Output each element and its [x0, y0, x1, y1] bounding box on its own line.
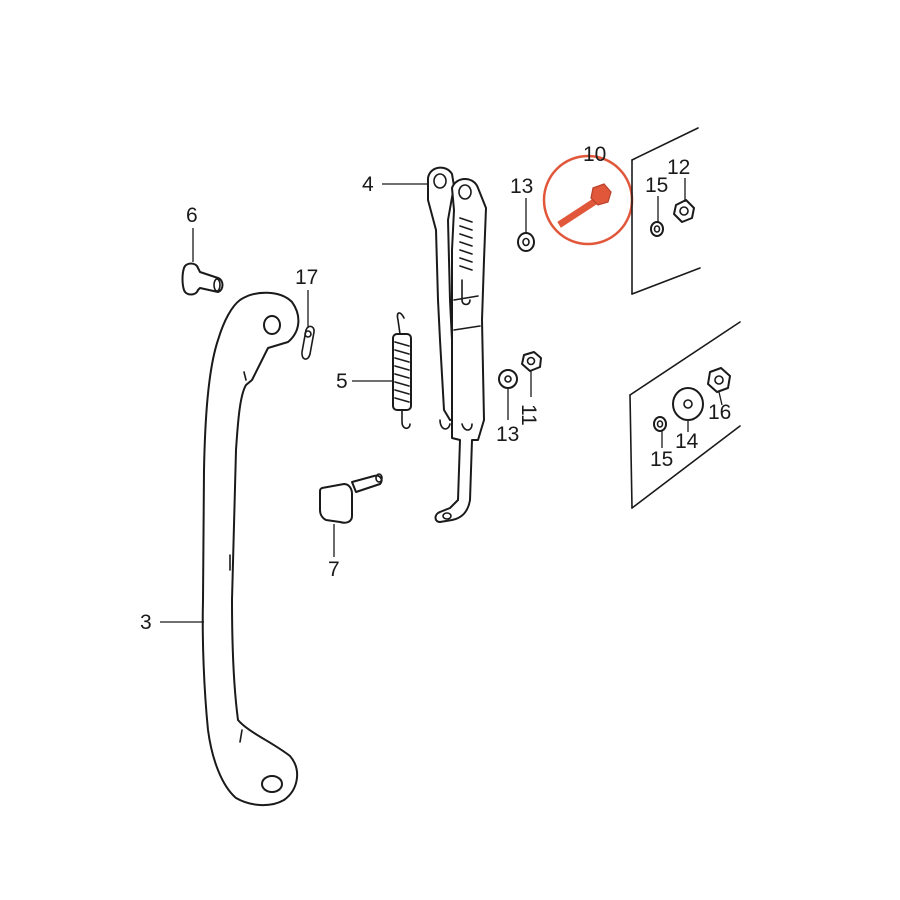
callout-7: 7: [328, 558, 340, 581]
callout-17: 17: [295, 266, 318, 289]
part-7-rubber-pad: [319, 473, 383, 524]
part-13-washer-upper: [517, 232, 535, 252]
part-17-cotter-pin: [301, 325, 315, 360]
part-15-washer-upper: [650, 221, 664, 237]
callout-13-lower: 13: [496, 423, 519, 446]
part-6-pivot-bolt: [181, 262, 224, 296]
part-11-nut: [521, 351, 542, 372]
part-15-washer-lower: [653, 416, 667, 432]
callout-15-lower: 15: [650, 448, 673, 471]
callout-11: 11: [517, 404, 540, 426]
highlight-circle: [542, 154, 634, 246]
callout-5: 5: [336, 370, 348, 393]
callout-12: 12: [667, 156, 690, 179]
callout-16: 16: [708, 401, 731, 424]
callout-14: 14: [675, 430, 699, 453]
callout-4: 4: [362, 173, 374, 196]
leader-16: [718, 391, 723, 406]
part-14-washer: [672, 387, 704, 421]
leader-lines: [160, 178, 723, 623]
part-4-side-stand: [427, 166, 487, 523]
callout-15-upper: 15: [645, 174, 668, 197]
callout-3: 3: [140, 611, 152, 634]
part-5-spring: [392, 312, 412, 430]
part-3-stand-arm: [201, 291, 300, 806]
part-13-washer-lower: [498, 369, 518, 389]
callout-10: 10: [583, 143, 606, 166]
callout-numbers: 3 4 5 6 7 10 11 12 13 13 14 15 15 16 17: [140, 143, 731, 634]
frame-plate-lower: [629, 321, 741, 509]
part-10-bolt-highlighted: [542, 154, 634, 246]
callout-13-upper: 13: [510, 175, 533, 198]
frame-plate-upper: [631, 127, 701, 295]
part-12-nut: [673, 199, 695, 223]
callout-6: 6: [186, 204, 198, 227]
part-16-nut: [707, 367, 731, 393]
